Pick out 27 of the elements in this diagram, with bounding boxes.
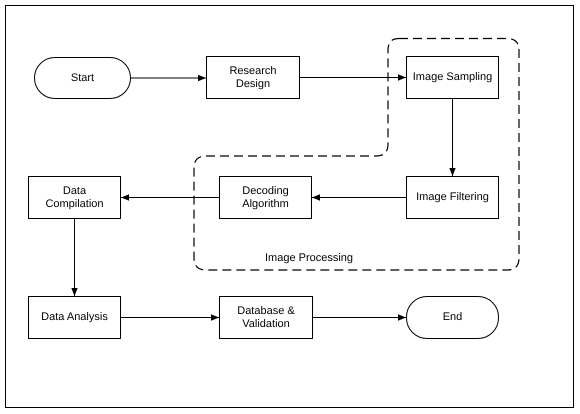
- process-box: [219, 296, 313, 339]
- node-label: Image Filtering: [415, 191, 490, 204]
- node-label: Image Sampling: [412, 71, 494, 84]
- process-box: [406, 176, 499, 219]
- group-label: Image Processing: [265, 252, 354, 264]
- arrow: [312, 314, 406, 321]
- arrow: [120, 194, 220, 201]
- arrow: [71, 218, 78, 296]
- process-box: [28, 296, 121, 339]
- process-box: [219, 176, 312, 219]
- arrow: [449, 98, 456, 176]
- process-box: [406, 56, 499, 99]
- node-label: Decoding Algorithm: [241, 184, 290, 210]
- arrow: [130, 74, 206, 82]
- arrow: [300, 74, 406, 81]
- arrow: [120, 314, 220, 321]
- process-box: [28, 176, 121, 219]
- terminal-shape: [406, 296, 499, 339]
- node-label: Data Compilation: [44, 184, 105, 210]
- process-box: [206, 56, 300, 99]
- terminal-shape: [34, 57, 131, 99]
- node-label: Research Design: [228, 64, 278, 90]
- node-label: Start: [70, 72, 96, 84]
- node-label: Data Analysis: [40, 311, 109, 324]
- node-label: Database & Validation: [236, 304, 296, 330]
- node-label: End: [442, 311, 464, 324]
- arrow: [312, 194, 406, 201]
